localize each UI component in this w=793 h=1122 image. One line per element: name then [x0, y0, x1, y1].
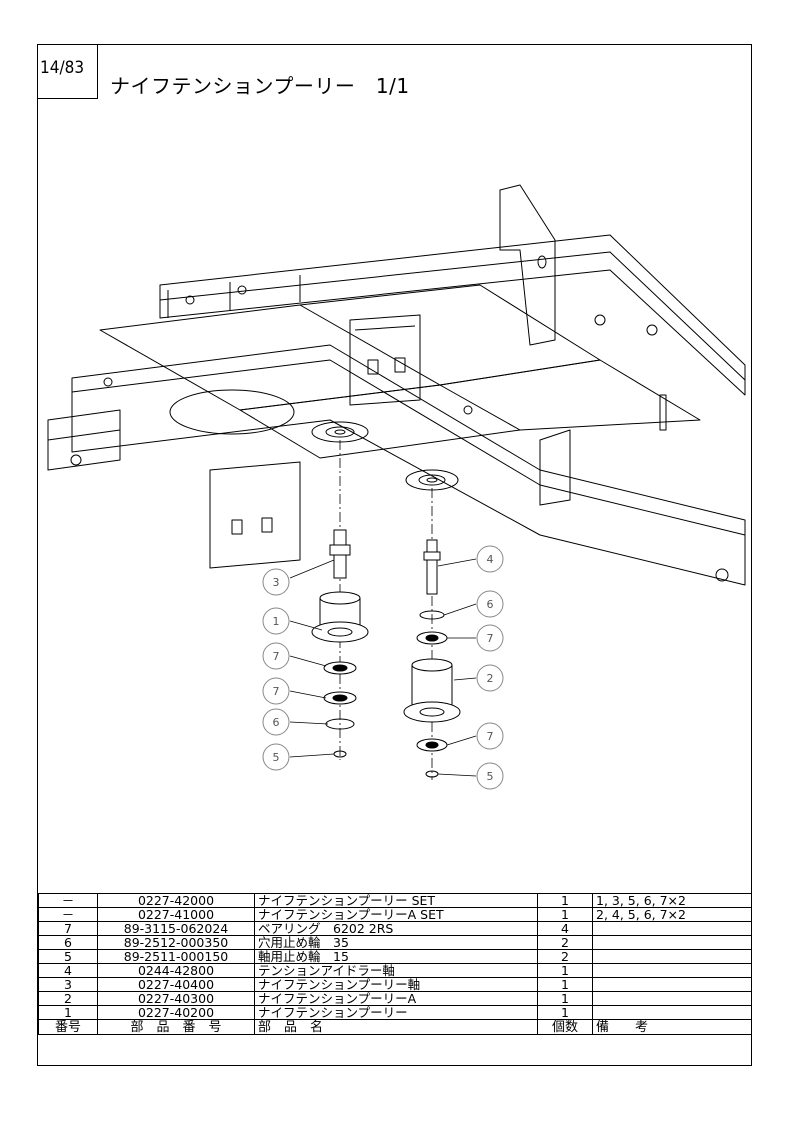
header-remarks: 備 考	[592, 1019, 752, 1035]
cell-no: －	[38, 907, 98, 922]
cell-no: 4	[38, 963, 98, 978]
right-component-stack	[403, 539, 461, 778]
table-row: － 0227-41000 ナイフテンションプーリーA SET 1 2, 4, 5…	[38, 907, 752, 922]
cell-name: ナイフテンションプーリー SET	[254, 893, 538, 908]
cell-qty: 1	[537, 907, 593, 922]
cell-name: 穴用止め輪 35	[254, 935, 538, 950]
cell-remarks: 2, 4, 5, 6, 7×2	[592, 907, 752, 922]
cell-no: 2	[38, 991, 98, 1006]
page-frame	[37, 44, 752, 1066]
page-number: 14/83	[37, 44, 98, 99]
cell-qty: 1	[537, 1005, 593, 1020]
mower-deck-frame	[47, 184, 746, 586]
table-row: 4 0244-42800 テンションアイドラー軸 1	[38, 963, 752, 978]
cell-remarks	[592, 921, 752, 936]
callout-label: 7	[487, 730, 494, 743]
table-row: 1 0227-40200 ナイフテンションプーリー 1	[38, 1005, 752, 1020]
cell-remarks	[592, 963, 752, 978]
cell-qty: 1	[537, 991, 593, 1006]
left-component-stack	[311, 529, 369, 758]
cell-qty: 4	[537, 921, 593, 936]
cell-qty: 1	[537, 893, 593, 908]
cell-remarks	[592, 935, 752, 950]
cell-name: 軸用止め輪 15	[254, 949, 538, 964]
callout-label: 7	[273, 685, 280, 698]
cell-part-no: 89-3115-062024	[97, 921, 255, 936]
table-row: 7 89-3115-062024 ベアリング 6202 2RS 4	[38, 921, 752, 936]
callout-label: 5	[273, 751, 280, 764]
cell-part-no: 0244-42800	[97, 963, 255, 978]
callout-label: 7	[487, 632, 494, 645]
cell-part-no: 89-2511-000150	[97, 949, 255, 964]
cell-part-no: 0227-42000	[97, 893, 255, 908]
table-row: － 0227-42000 ナイフテンションプーリー SET 1 1, 3, 5,…	[38, 893, 752, 908]
cell-qty: 1	[537, 963, 593, 978]
header-qty: 個数	[537, 1019, 593, 1035]
cell-no: 7	[38, 921, 98, 936]
callout-label: 2	[487, 672, 494, 685]
cell-remarks	[592, 991, 752, 1006]
cell-name: ナイフテンションプーリー	[254, 1005, 538, 1020]
cell-qty: 1	[537, 977, 593, 992]
cell-no: 6	[38, 935, 98, 950]
callout-leaders	[289, 558, 477, 777]
cell-remarks	[592, 949, 752, 964]
header-name: 部 品 名	[254, 1019, 538, 1035]
callout-label: 1	[273, 615, 280, 628]
header-part-no: 部 品 番 号	[97, 1019, 255, 1035]
cell-name: ベアリング 6202 2RS	[254, 921, 538, 936]
cell-remarks	[592, 977, 752, 992]
cell-qty: 2	[537, 949, 593, 964]
cell-part-no: 89-2512-000350	[97, 935, 255, 950]
table-header-row: 番号 部 品 番 号 部 品 名 個数 備 考	[38, 1019, 752, 1035]
cell-name: ナイフテンションプーリーA	[254, 991, 538, 1006]
cell-no: 1	[38, 1005, 98, 1020]
table-row: 6 89-2512-000350 穴用止め輪 35 2	[38, 935, 752, 950]
cell-no: －	[38, 893, 98, 908]
cell-remarks: 1, 3, 5, 6, 7×2	[592, 893, 752, 908]
page-title: ナイフテンションプーリー 1/1	[110, 74, 410, 98]
header-no: 番号	[38, 1019, 98, 1035]
cell-qty: 2	[537, 935, 593, 950]
table-row: 2 0227-40300 ナイフテンションプーリーA 1	[38, 991, 752, 1006]
cell-name: ナイフテンションプーリーA SET	[254, 907, 538, 922]
callout-label: 5	[487, 770, 494, 783]
parts-list-table: － 0227-42000 ナイフテンションプーリー SET 1 1, 3, 5,…	[38, 893, 752, 1035]
callout-label: 6	[487, 598, 494, 611]
cell-name: テンションアイドラー軸	[254, 963, 538, 978]
table-row: 5 89-2511-000150 軸用止め輪 15 2	[38, 949, 752, 964]
cell-no: 5	[38, 949, 98, 964]
cell-part-no: 0227-40400	[97, 977, 255, 992]
callout-label: 7	[273, 650, 280, 663]
table-row: 3 0227-40400 ナイフテンションプーリー軸 1	[38, 977, 752, 992]
callout-label: 6	[273, 716, 280, 729]
exploded-parts-diagram: 3 1 7 7 6 5 4 6 7 2 7 5	[47, 184, 746, 790]
callout-circles	[262, 545, 504, 790]
callout-label: 4	[487, 553, 494, 566]
cell-no: 3	[38, 977, 98, 992]
cell-part-no: 0227-40300	[97, 991, 255, 1006]
cell-part-no: 0227-41000	[97, 907, 255, 922]
cell-remarks	[592, 1005, 752, 1020]
cell-name: ナイフテンションプーリー軸	[254, 977, 538, 992]
cell-part-no: 0227-40200	[97, 1005, 255, 1020]
callout-label: 3	[273, 576, 280, 589]
